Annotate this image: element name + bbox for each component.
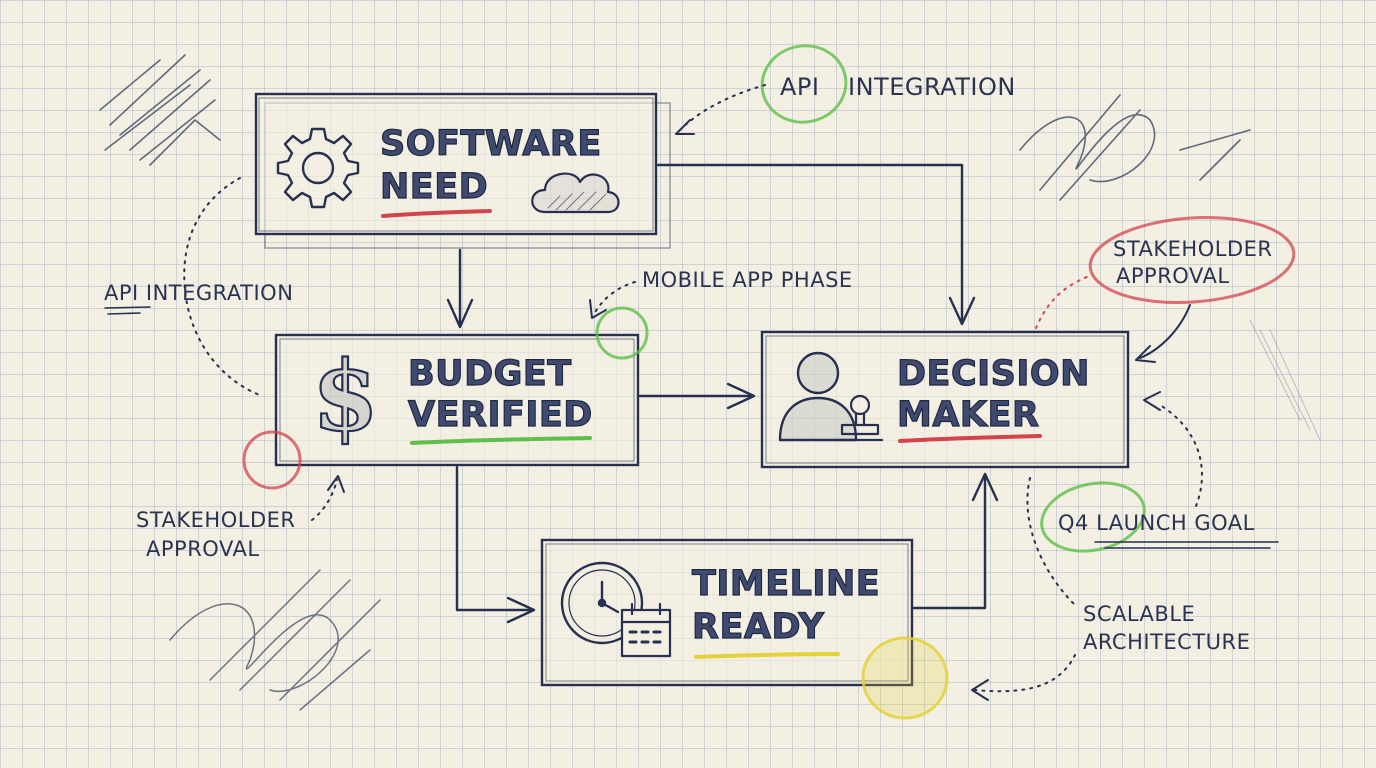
node-title-line1: SOFTWARE xyxy=(380,124,602,164)
clock-icon xyxy=(560,561,644,645)
arrow-budget-to-timeline xyxy=(455,465,536,624)
arrow-timeline-to-decision xyxy=(912,472,999,610)
annotation-text-line1: SCALABLE xyxy=(1083,602,1195,626)
annotation-stakeholder-approval-left: STAKEHOLDER APPROVAL xyxy=(136,430,345,561)
yellow-underline xyxy=(694,652,840,659)
arrow-software-to-budget xyxy=(446,248,474,329)
svg-text:$: $ xyxy=(312,340,379,453)
annotation-q4-launch-goal: Q4 LAUNCH GOAL xyxy=(1040,391,1279,553)
node-timeline-ready[interactable]: TIMELINE READY xyxy=(540,538,914,687)
annotation-mobile-app-phase: MOBILE APP PHASE xyxy=(589,268,853,360)
node-title-line1: BUDGET xyxy=(408,354,572,394)
node-title-line1: TIMELINE xyxy=(692,564,880,604)
node-software-need[interactable]: SOFTWARE NEED xyxy=(254,92,671,249)
annotation-text-line1: STAKEHOLDER xyxy=(136,508,295,532)
node-title-line1: DECISION xyxy=(897,354,1090,394)
annotation-text: API INTEGRATION xyxy=(104,281,293,305)
stamp-icon xyxy=(836,394,884,442)
annotation-text-line2: ARCHITECTURE xyxy=(1083,630,1250,654)
annotation-stakeholder-approval-right: STAKEHOLDER APPROVAL xyxy=(1035,216,1296,363)
annotation-text-line1: STAKEHOLDER xyxy=(1113,237,1272,261)
smudge-right xyxy=(1249,319,1321,441)
cloud-icon xyxy=(531,172,620,214)
red-underline xyxy=(381,209,492,218)
arrow-software-to-decision xyxy=(656,163,976,326)
node-decision-maker[interactable]: DECISION MAKER xyxy=(760,330,1130,469)
gear-icon xyxy=(276,127,360,209)
annotation-text-line2: APPROVAL xyxy=(1116,264,1230,288)
node-title-line2: NEED xyxy=(380,167,488,207)
scribble-top-left xyxy=(99,54,221,166)
calendar-icon xyxy=(620,602,672,658)
node-title-line2: MAKER xyxy=(897,395,1039,435)
annotation-text-part2: INTEGRATION xyxy=(848,73,1016,101)
person-icon xyxy=(778,351,858,442)
dollar-icon: $ xyxy=(311,339,380,454)
green-underline xyxy=(410,436,592,445)
node-budget-verified[interactable]: $ BUDGET VERIFIED xyxy=(274,333,640,467)
red-underline xyxy=(898,434,1042,443)
annotation-text-part1: API xyxy=(780,73,819,101)
node-title-line2: VERIFIED xyxy=(408,395,593,435)
arrow-budget-to-decision xyxy=(638,382,756,410)
scribble-top-right xyxy=(1019,94,1251,201)
annotation-text: Q4 LAUNCH GOAL xyxy=(1058,511,1255,535)
annotation-text: MOBILE APP PHASE xyxy=(642,268,853,292)
annotation-api-integration-left: API INTEGRATION xyxy=(104,177,293,397)
scribble-bottom-left xyxy=(169,569,381,711)
node-title-line2: READY xyxy=(692,607,824,647)
annotation-api-integration-top: API INTEGRATION xyxy=(675,44,1016,135)
annotation-scalable-architecture: SCALABLE ARCHITECTURE xyxy=(861,477,1250,720)
annotation-text-line2: APPROVAL xyxy=(146,537,260,561)
